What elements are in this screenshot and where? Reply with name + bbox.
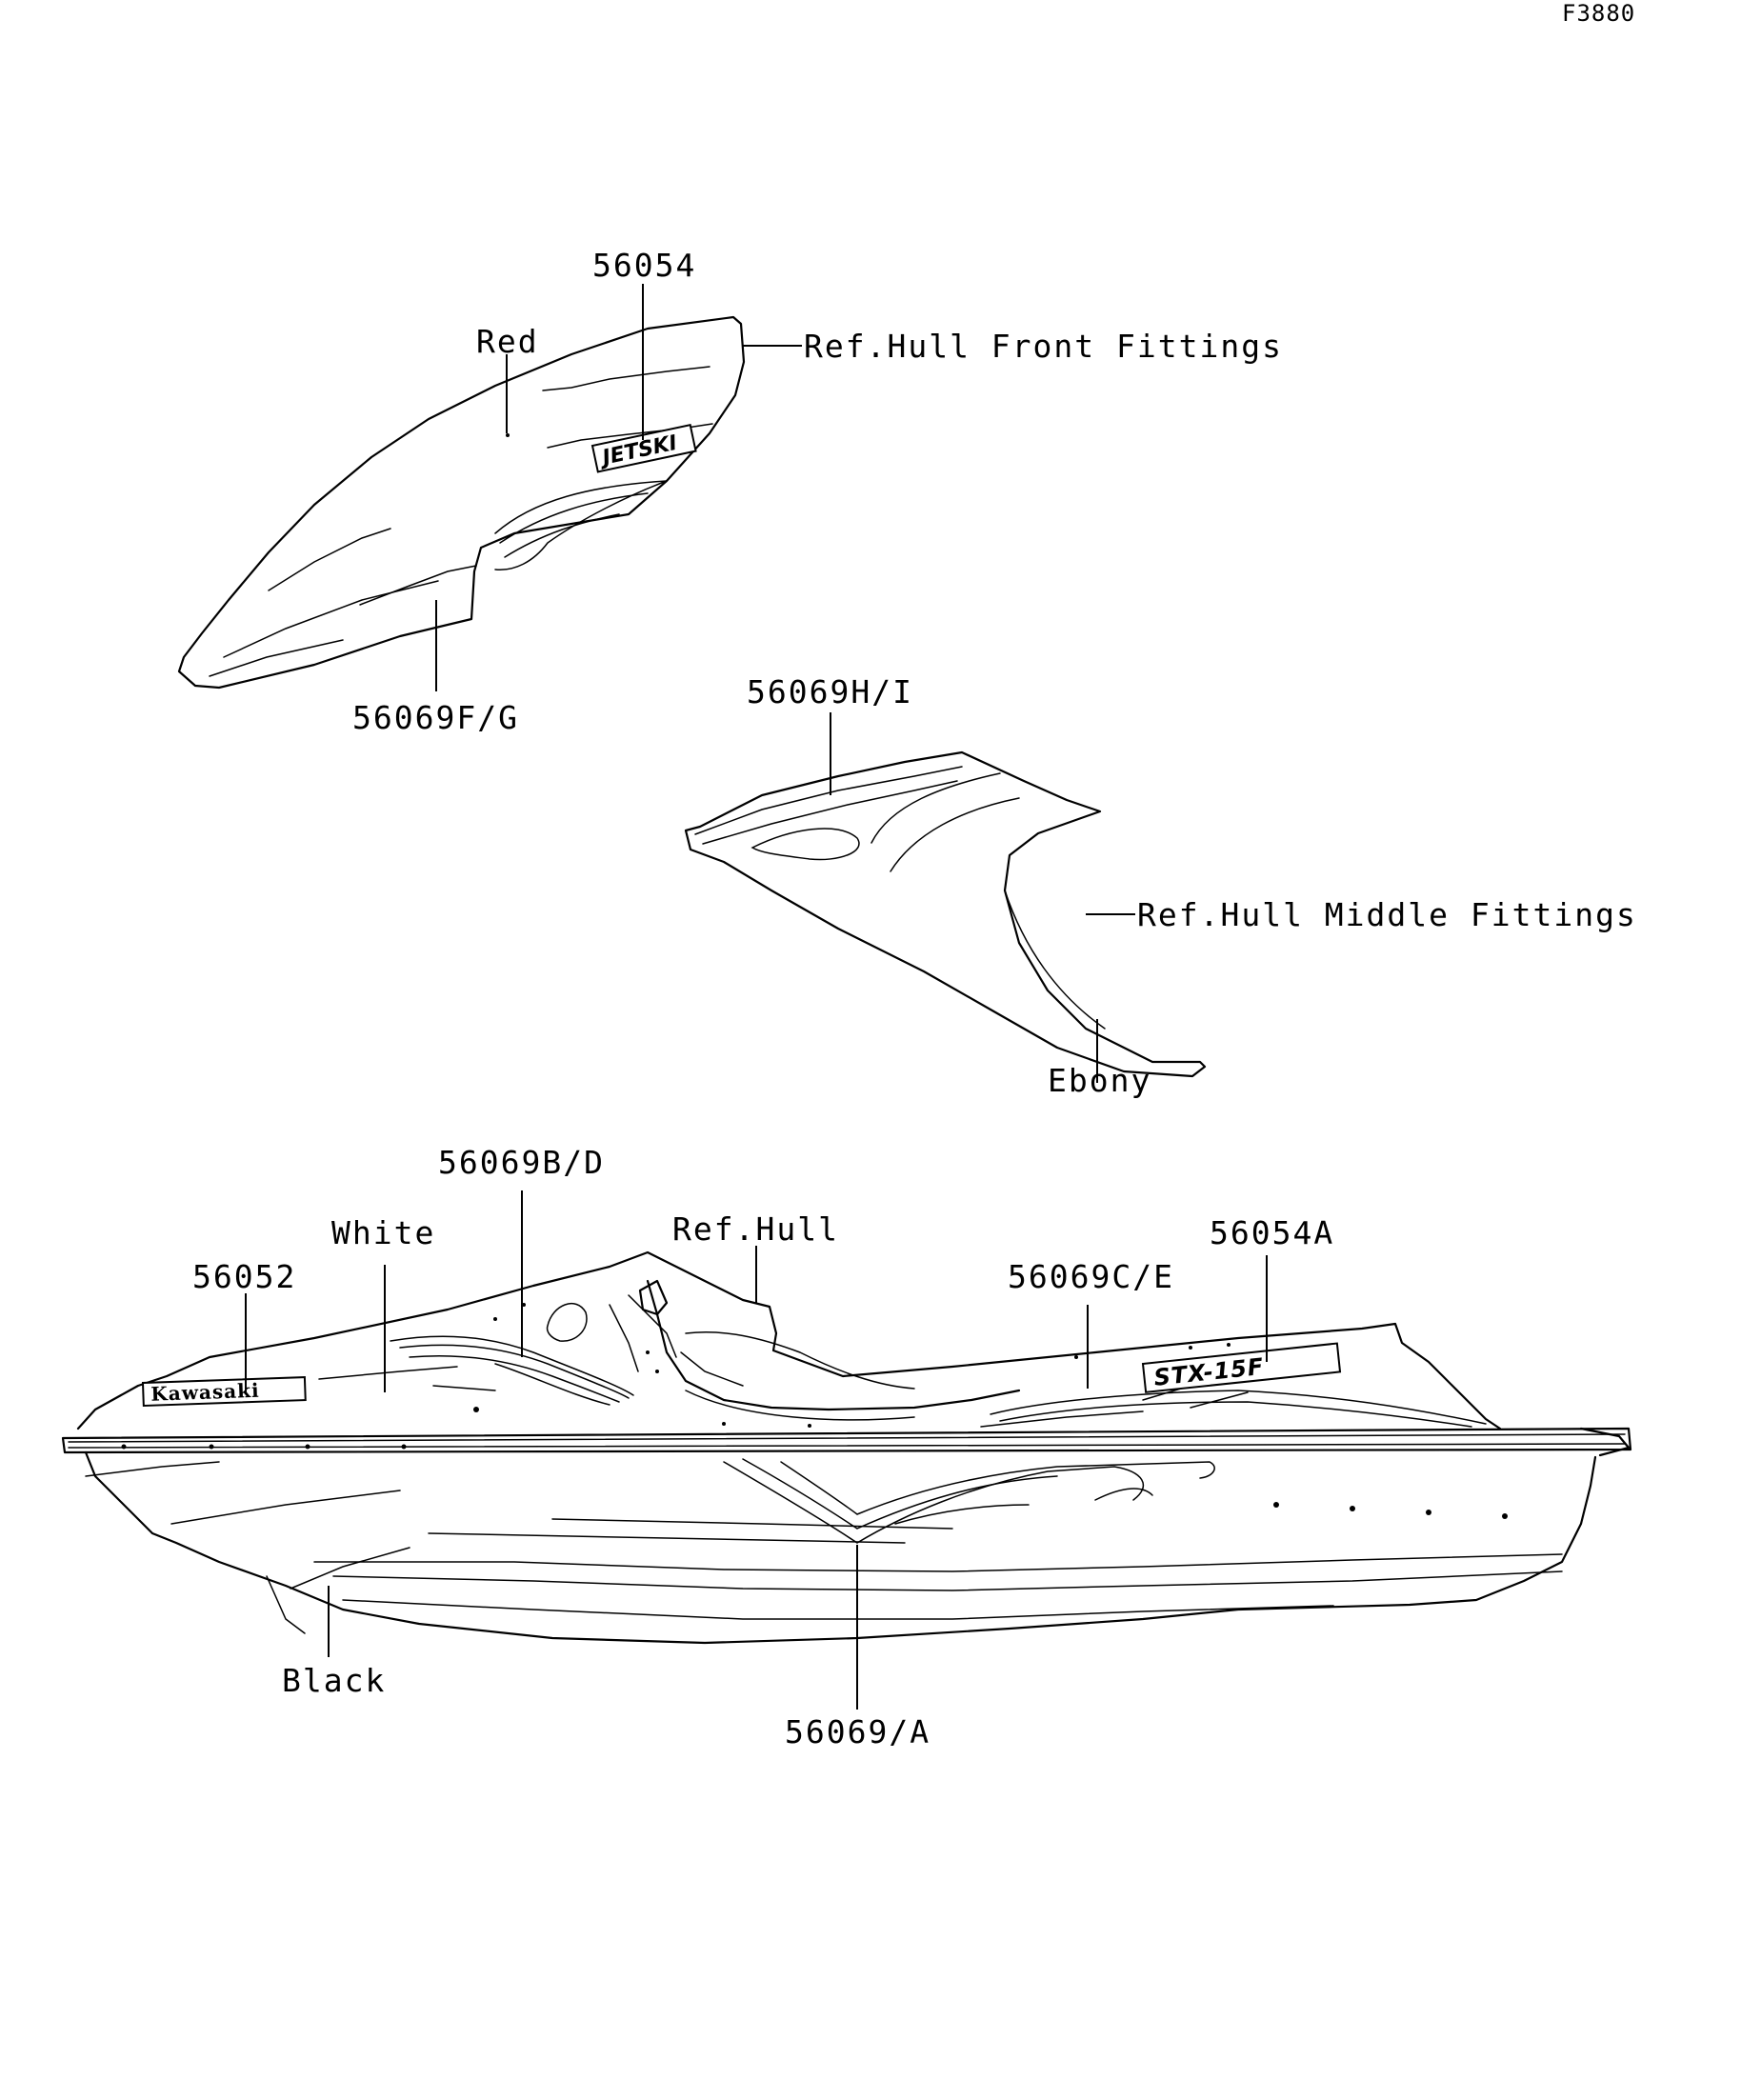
label-ref-hull-front-fittings: Ref.Hull Front Fittings <box>804 328 1283 365</box>
stx-badge: STX-15F <box>1141 1342 1342 1393</box>
label-56069bd: 56069B/D <box>438 1144 605 1181</box>
label-56054: 56054 <box>592 247 696 284</box>
label-56069hi: 56069H/I <box>747 673 913 710</box>
label-black: Black <box>282 1662 386 1699</box>
label-ref-hull: Ref.Hull <box>672 1210 839 1248</box>
svg-text:Kawasaki: Kawasaki <box>150 1379 260 1406</box>
label-ref-hull-middle-fittings: Ref.Hull Middle Fittings <box>1137 896 1637 933</box>
front-hull-cover: JETSKI <box>177 315 746 690</box>
kawasaki-decal: Kawasaki <box>141 1376 307 1408</box>
leader-lines <box>245 284 1268 1710</box>
label-56054a: 56054A <box>1210 1214 1334 1251</box>
main-hull: Kawasaki STX-15F <box>61 1250 1632 1645</box>
label-56069ce: 56069C/E <box>1008 1258 1174 1295</box>
label-56069fg: 56069F/G <box>352 699 519 736</box>
label-ebony: Ebony <box>1048 1062 1151 1099</box>
label-white: White <box>331 1214 435 1251</box>
diagram-id: F3880 <box>1562 0 1635 27</box>
middle-fitting-cover <box>684 750 1207 1078</box>
callout-labels: 56054 Red Ref.Hull Front Fittings 56069F… <box>192 247 1637 1750</box>
label-56052: 56052 <box>192 1258 296 1295</box>
svg-text:STX-15F: STX-15F <box>1152 1353 1265 1391</box>
label-56069a: 56069/A <box>785 1713 931 1750</box>
label-red: Red <box>476 323 539 360</box>
